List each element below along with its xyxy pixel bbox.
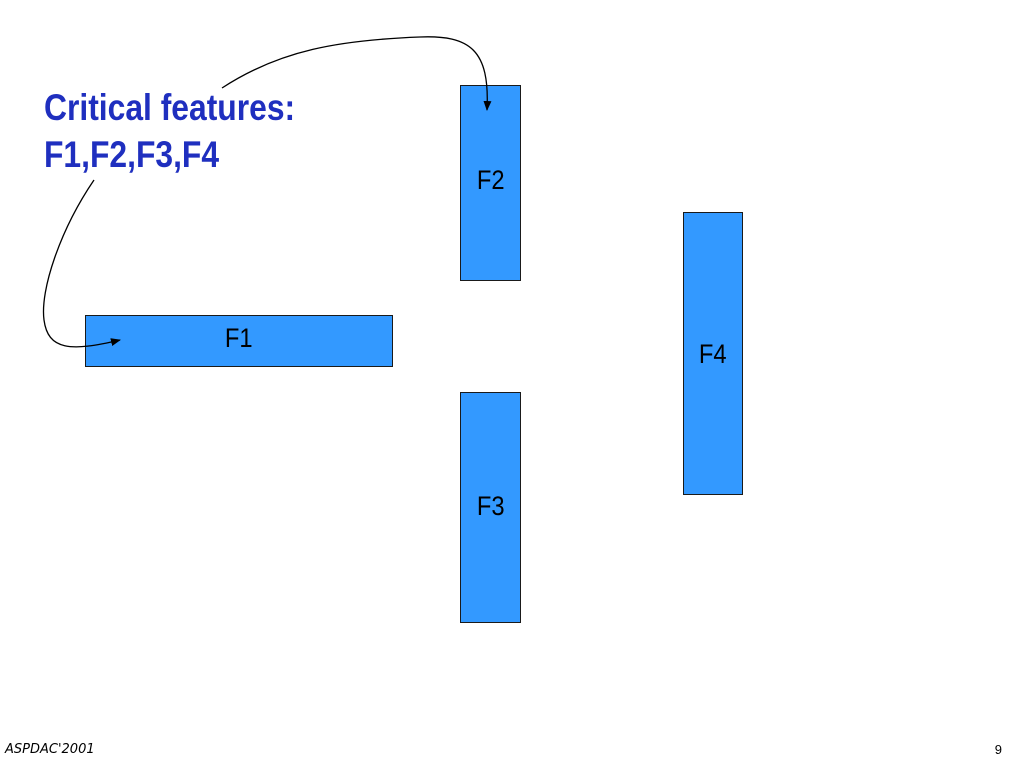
slide-title-line-2: F1,F2,F3,F4 [44, 134, 220, 175]
feature-f4-box: F4 [683, 212, 743, 495]
feature-f3-label: F3 [476, 491, 505, 521]
feature-f4-label: F4 [699, 339, 727, 369]
feature-f1-label: F1 [225, 322, 253, 353]
slide-title-line-1: Critical features: [44, 87, 296, 128]
feature-f2-box: F2 [460, 85, 521, 281]
feature-f1-box: F1 [85, 315, 393, 367]
footer-page-number: 9 [994, 742, 1002, 757]
feature-f2-label: F2 [476, 164, 505, 195]
footer-conference: ASPDAC'2001 [5, 742, 95, 757]
feature-f3-box: F3 [460, 392, 521, 623]
